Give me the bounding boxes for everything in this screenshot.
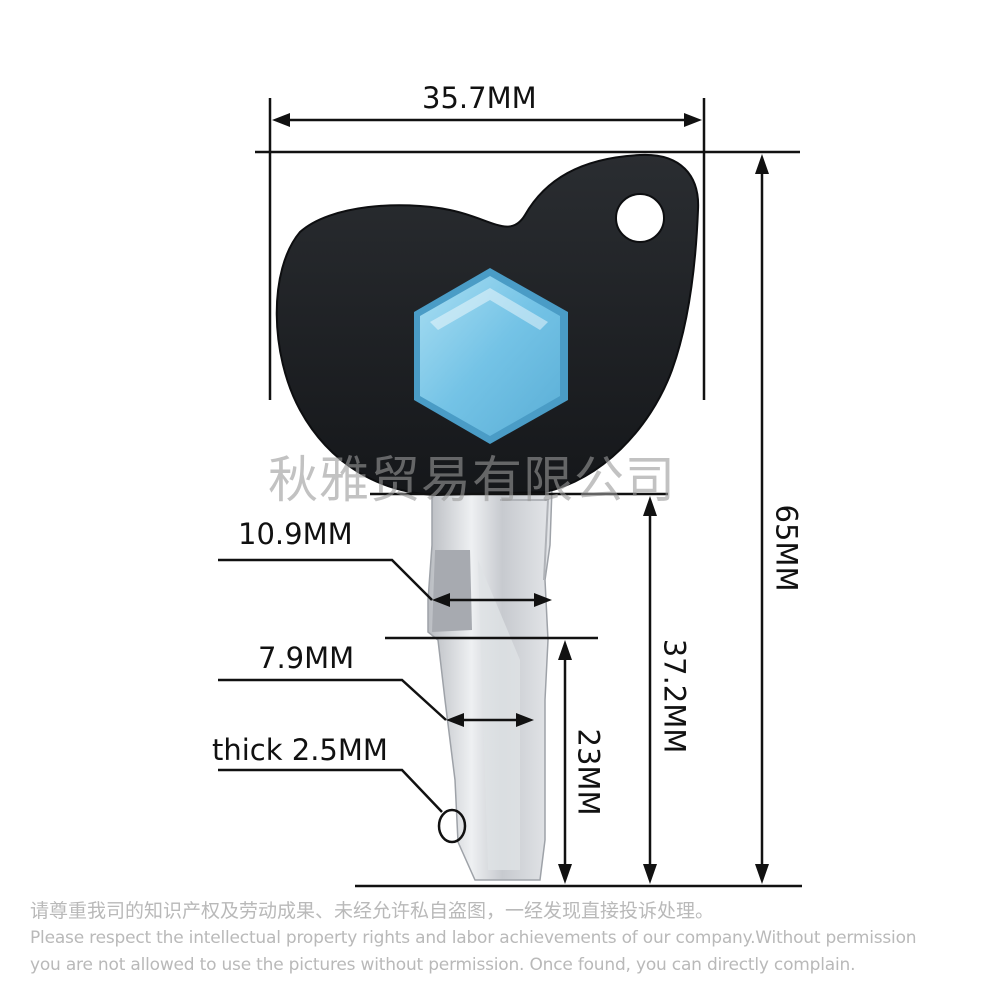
copyright-notice-chinese: 请尊重我司的知识产权及劳动成果、未经允许私自盗图，一经发现直接投诉处理。 xyxy=(30,900,715,922)
copyright-notice-english-line2: you are not allowed to use the pictures … xyxy=(30,955,856,975)
key-ring-hole xyxy=(615,193,665,243)
thickness-label: thick 2.5MM xyxy=(212,733,388,767)
thickness-marker xyxy=(437,808,467,844)
total-length-label: 65MM xyxy=(769,504,804,592)
dimension-lines xyxy=(218,98,802,888)
arrowheads xyxy=(272,113,769,884)
width-label: 35.7MM xyxy=(422,81,537,115)
thickness-leader xyxy=(218,768,443,813)
hexagon-logo-icon xyxy=(414,268,568,444)
blade-length-label: 37.2MM xyxy=(657,638,692,754)
shoulder-width-label: 10.9MM xyxy=(238,517,353,551)
key-blade xyxy=(427,487,553,881)
copyright-notice-english-line1: Please respect the intellectual property… xyxy=(30,928,917,948)
company-watermark: 秋雅贸易有限公司 xyxy=(268,451,676,509)
tip-length-label: 23MM xyxy=(571,728,606,816)
shoulder-width-leader xyxy=(218,558,433,601)
blade-width-label: 7.9MM xyxy=(258,641,355,675)
blade-width-leader xyxy=(218,678,447,721)
